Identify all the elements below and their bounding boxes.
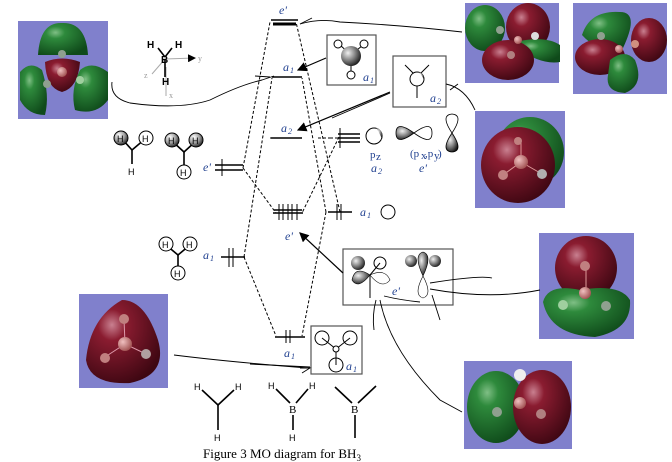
h-atom-label: H [175, 40, 182, 51]
svg-text:H: H [180, 168, 187, 178]
mo-render-e-antibonding-1 [465, 3, 560, 83]
h-atom-label: H [147, 40, 154, 51]
boron-s-orbital: a 1 [328, 204, 396, 220]
mo-render-a2-nonbonding [475, 111, 565, 208]
ligand-e-prime: e' H H H H H H [113, 130, 243, 180]
mo-level-e-prime-bonding: e' [273, 204, 303, 243]
bottom-structure-bh3: H H B H [268, 381, 316, 443]
svg-text:a: a [284, 346, 290, 360]
svg-text:y: y [434, 150, 440, 162]
svg-text:a: a [363, 70, 369, 84]
mo-level-e-prime-antibonding: e' [271, 3, 298, 26]
h-atom-label: H [162, 77, 169, 88]
axis-x-label: x [169, 91, 173, 100]
bottom-structure-b-fragment: B [334, 385, 377, 438]
svg-text:H: H [128, 167, 135, 177]
svg-text:e': e' [392, 284, 400, 298]
svg-text:H: H [186, 240, 193, 250]
mo-render-e-bonding-2 [464, 361, 572, 449]
svg-text:e': e' [285, 229, 293, 243]
mo-render-a1-antibonding [18, 21, 108, 119]
svg-text:a: a [203, 248, 209, 262]
svg-text:z: z [376, 151, 381, 163]
svg-text:H: H [214, 433, 221, 443]
svg-text:): ) [438, 148, 442, 160]
svg-text:1: 1 [210, 254, 214, 263]
svg-text:H: H [142, 134, 149, 144]
svg-text:e': e' [419, 161, 427, 175]
axis-y-label: y [198, 54, 202, 63]
svg-text:H: H [168, 136, 175, 146]
svg-text:B: B [351, 404, 358, 416]
pointer-arrows [173, 57, 391, 374]
svg-text:H: H [268, 381, 275, 391]
b-atom-label: B [161, 55, 168, 66]
inset-a1-antibonding: a 1 [326, 34, 377, 86]
svg-text:a: a [346, 359, 352, 373]
mo-level-a1-prime-antibonding: a 1 [272, 60, 302, 78]
svg-text:x: x [421, 150, 427, 162]
inset-e-prime: e' [342, 248, 454, 306]
svg-text:H: H [192, 136, 199, 146]
mo-render-e-antibonding-2 [573, 3, 667, 94]
svg-text:e': e' [203, 160, 211, 174]
svg-text:1: 1 [367, 211, 371, 220]
mo-label-e-prime-top: e' [279, 3, 287, 17]
mo-level-a1-prime-bonding: a 1 [275, 330, 305, 361]
connector-wires [111, 17, 541, 413]
svg-text:a: a [281, 121, 287, 135]
svg-text:1: 1 [290, 66, 294, 75]
svg-text:H: H [289, 433, 296, 443]
inset-a1-bonding: a 1 [310, 325, 363, 375]
ligand-a1-prime: a 1 H H H [158, 236, 245, 281]
svg-text:a: a [430, 91, 436, 105]
mo-render-e-bonding [539, 233, 634, 339]
boron-p-orbitals: p z a 2 (p x ,p y ) e' [338, 113, 459, 176]
svg-text:1: 1 [370, 76, 374, 85]
svg-text:B: B [289, 404, 296, 416]
svg-text:a: a [360, 205, 366, 219]
axis-z-label: z [144, 71, 148, 80]
svg-text:2: 2 [437, 97, 441, 106]
inset-a2-dprime: a 2 [392, 55, 447, 108]
mo-level-a2-dprime-nonbonding: a 2 [271, 121, 302, 139]
svg-text:,p: ,p [425, 148, 434, 160]
svg-text:1: 1 [353, 365, 357, 374]
svg-text:p: p [370, 149, 376, 161]
svg-text:H: H [194, 382, 201, 392]
svg-text:2: 2 [288, 127, 292, 136]
svg-text:H: H [117, 134, 124, 144]
figure-caption: Figure 3 MO diagram for BH3 [203, 446, 361, 462]
svg-text:H: H [235, 382, 242, 392]
coordinate-system: H H B H y z x [144, 40, 202, 100]
mo-render-a1-bonding [79, 294, 168, 388]
svg-text:a: a [283, 60, 289, 74]
svg-text:(p: (p [410, 148, 420, 160]
bottom-structure-h3: H H H [194, 382, 242, 443]
svg-text:H: H [174, 269, 181, 279]
svg-text:a: a [371, 161, 377, 175]
svg-text:2: 2 [378, 167, 382, 176]
svg-text:1: 1 [291, 352, 295, 361]
svg-text:H: H [162, 240, 169, 250]
svg-text:H: H [309, 381, 316, 391]
correlation-lines [242, 21, 341, 337]
